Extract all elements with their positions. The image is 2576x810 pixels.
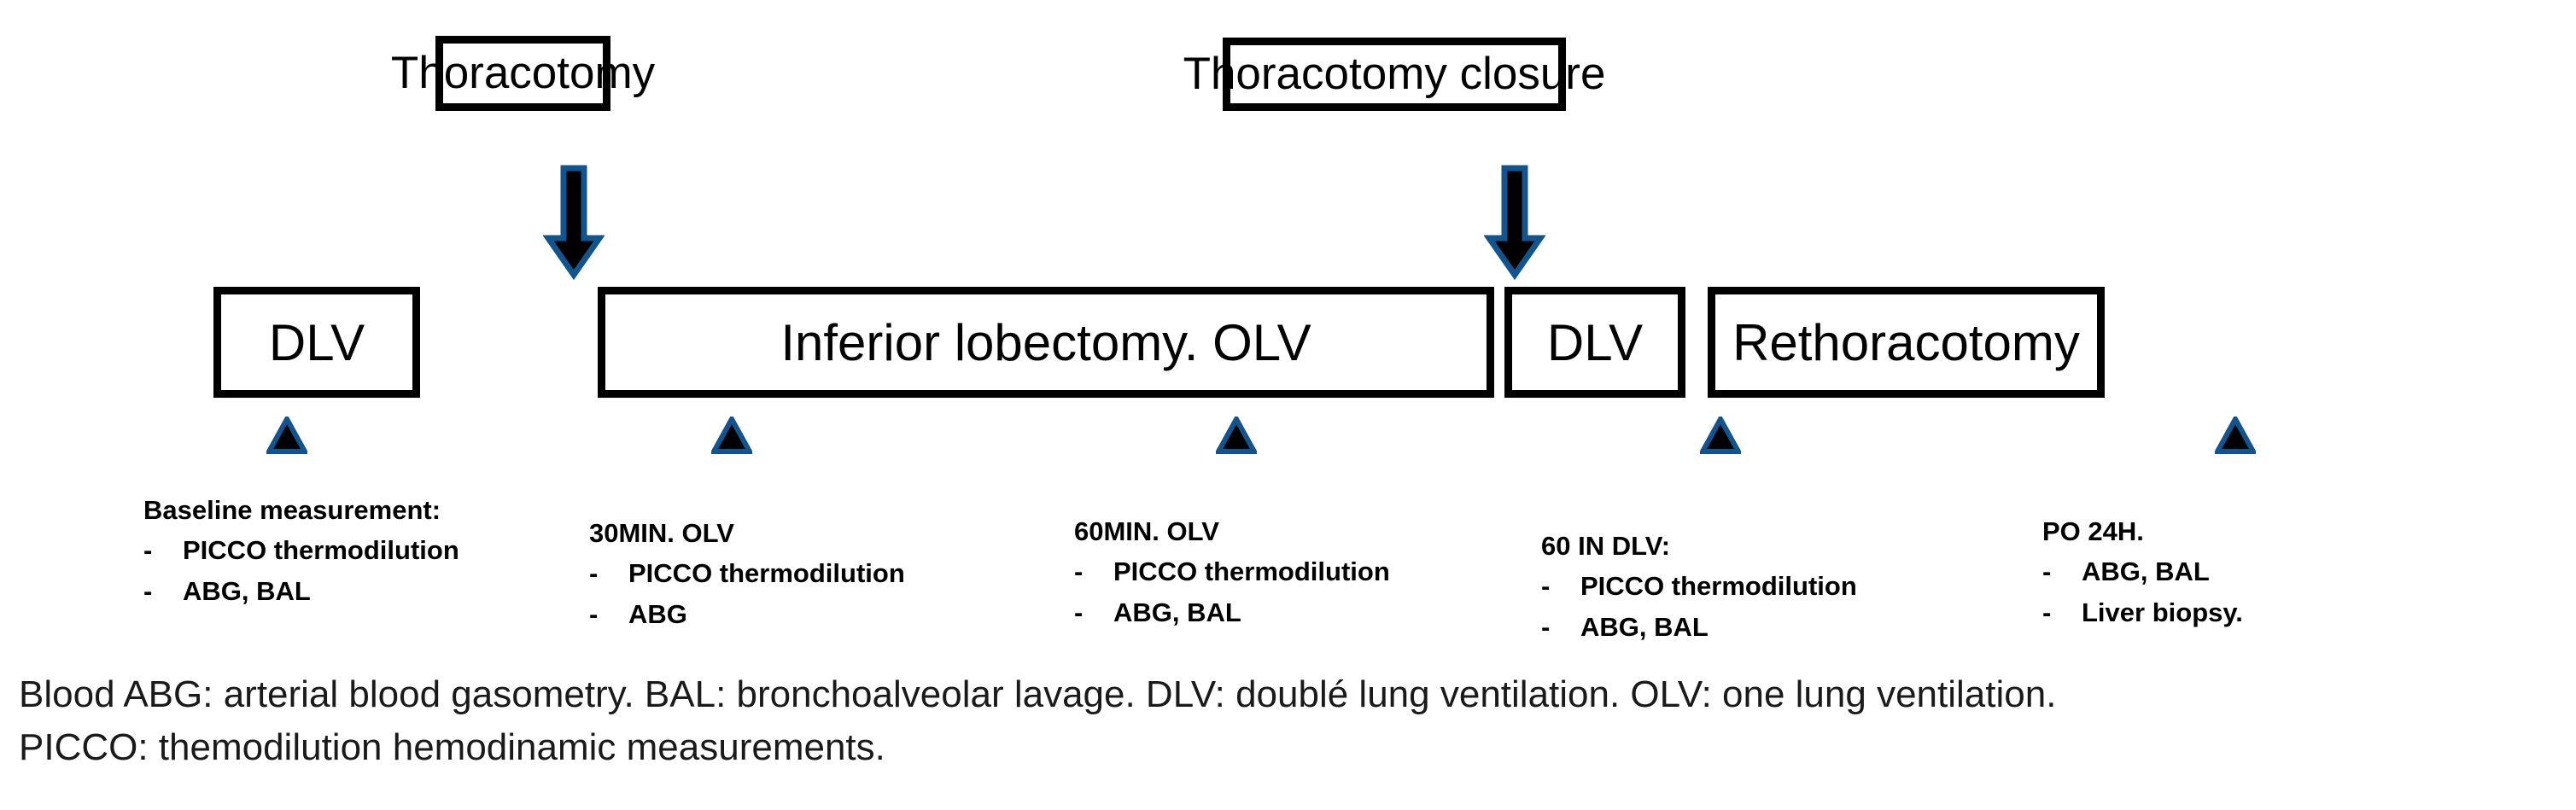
timepoint-item-label: ABG	[628, 598, 687, 629]
timepoint-item-label: ABG, BAL	[183, 575, 311, 606]
timepoint-annotation-60-in-dlv: 60 IN DLV: - PICCO thermodilution - ABG,…	[1541, 529, 1857, 644]
timepoint-item: - ABG, BAL	[143, 574, 459, 609]
bullet-dash: -	[143, 535, 153, 566]
bullet-dash: -	[1074, 557, 1084, 587]
timepoint-title-30min-olv: 30MIN. OLV	[589, 518, 734, 548]
timepoint-marker-30min-olv-icon	[711, 417, 752, 454]
arrow-to-olv-icon	[543, 165, 605, 280]
timepoint-annotation-baseline: Baseline measurement: - PICCO thermodilu…	[143, 493, 459, 609]
timepoint-title-60min-olv: 60MIN. OLV	[1074, 516, 1219, 546]
bullet-dash: -	[1074, 597, 1084, 627]
phase-box-dlv-2: DLV	[1504, 287, 1685, 398]
timepoint-annotation-60min-olv: 60MIN. OLV - PICCO thermodilution - ABG,…	[1074, 515, 1390, 630]
event-box-thoracotomy-closure-label: Thoracotomy closure	[1183, 49, 1606, 100]
bullet-dash: -	[2042, 557, 2052, 587]
timepoint-item-label: PICCO thermodilution	[1580, 571, 1857, 602]
bullet-dash: -	[143, 575, 153, 606]
caption-line-1: Blood ABG: arterial blood gasometry. BAL…	[19, 673, 2057, 715]
timepoint-marker-po-24h-icon	[2215, 417, 2256, 454]
arrow-to-dlv-icon	[1484, 165, 1545, 280]
bullet-dash: -	[589, 598, 599, 629]
timepoint-item-label: PICCO thermodilution	[628, 558, 905, 589]
timepoint-annotation-po-24h: PO 24H. - ABG, BAL - Liver biopsy.	[2042, 515, 2243, 630]
caption-line-2: PICCO: themodilution hemodinamic measure…	[19, 726, 885, 769]
bullet-dash: -	[2042, 597, 2052, 627]
timepoint-item-label: ABG, BAL	[1580, 611, 1709, 642]
bullet-dash: -	[1541, 571, 1551, 602]
event-box-thoracotomy-label: Thoracotomy	[390, 48, 656, 99]
phase-box-dlv-1: DLV	[213, 287, 420, 398]
timepoint-item: - Liver biopsy.	[2042, 596, 2243, 630]
timepoint-title-60-in-dlv: 60 IN DLV:	[1541, 531, 1671, 561]
timepoint-annotation-30min-olv: 30MIN. OLV - PICCO thermodilution - ABG	[589, 516, 905, 632]
timepoint-marker-60min-olv-icon	[1216, 417, 1257, 454]
timepoint-item: - ABG, BAL	[2042, 555, 2243, 589]
phase-box-rethoracotomy-label: Rethoracotomy	[1732, 313, 2080, 371]
bullet-dash: -	[589, 558, 599, 589]
phase-box-rethoracotomy: Rethoracotomy	[1708, 287, 2105, 398]
timepoint-item: - ABG, BAL	[1074, 596, 1390, 630]
timepoint-item-label: Liver biopsy.	[2082, 597, 2243, 627]
event-box-thoracotomy-closure: Thoracotomy closure	[1183, 38, 1605, 111]
timepoint-item-label: PICCO thermodilution	[1113, 557, 1390, 587]
timepoint-item: - ABG, BAL	[1541, 610, 1857, 644]
event-box-thoracotomy: Thoracotomy	[391, 36, 655, 111]
timepoint-title-po-24h: PO 24H.	[2042, 516, 2144, 546]
timepoint-marker-baseline-icon	[266, 417, 307, 454]
timepoint-item: - PICCO thermodilution	[589, 557, 905, 591]
phase-box-dlv-1-label: DLV	[268, 313, 365, 371]
timepoint-item: - ABG	[589, 597, 905, 632]
figure-caption: Blood ABG: arterial blood gasometry. BAL…	[19, 668, 2563, 775]
phase-box-inferior-lobectomy-olv: Inferior lobectomy. OLV	[598, 287, 1494, 398]
phase-box-dlv-2-label: DLV	[1546, 313, 1644, 371]
timepoint-item: - PICCO thermodilution	[143, 533, 459, 568]
timepoint-item-label: ABG, BAL	[2082, 557, 2210, 587]
bullet-dash: -	[1541, 611, 1551, 642]
timepoint-marker-60-in-dlv-icon	[1700, 417, 1741, 454]
timepoint-item-label: ABG, BAL	[1113, 597, 1241, 627]
timepoint-item: - PICCO thermodilution	[1074, 555, 1390, 589]
timepoint-title-baseline: Baseline measurement:	[143, 495, 441, 525]
phase-box-inferior-lobectomy-olv-label: Inferior lobectomy. OLV	[780, 313, 1311, 371]
timepoint-item-label: PICCO thermodilution	[183, 535, 459, 566]
timepoint-item: - PICCO thermodilution	[1541, 569, 1857, 603]
